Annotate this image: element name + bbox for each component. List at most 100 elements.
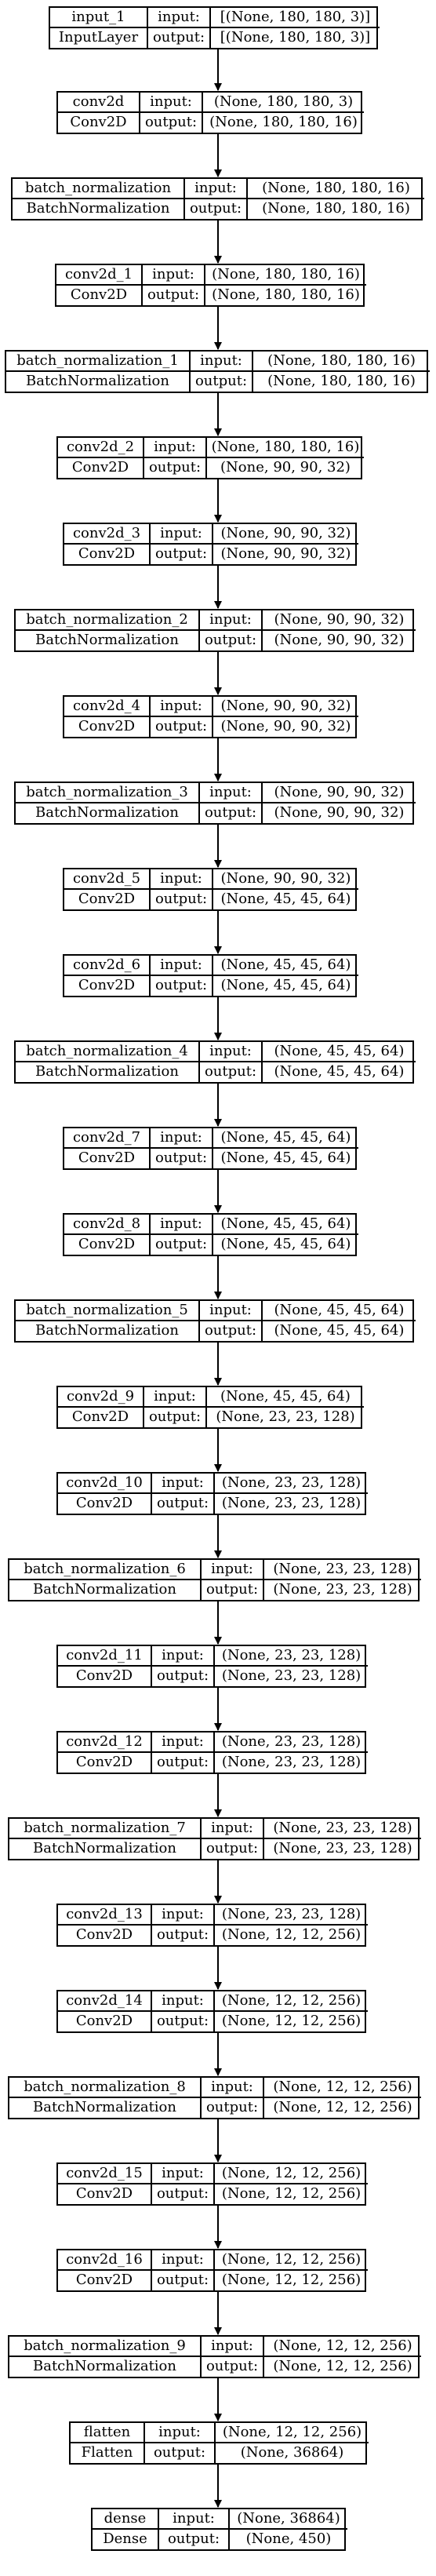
input-port-label: input: xyxy=(140,93,203,113)
layer-type: Conv2D xyxy=(64,889,151,909)
layer-name: batch_normalization_6 xyxy=(9,1560,202,1580)
input-shape: (None, 45, 45, 64) xyxy=(213,1215,358,1235)
output-port-label: output: xyxy=(145,2443,216,2463)
input-shape: (None, 90, 90, 32) xyxy=(213,697,358,717)
input-port-label: input: xyxy=(148,8,211,28)
output-shape: (None, 90, 90, 32) xyxy=(220,545,351,563)
input-shape: (None, 45, 45, 64) xyxy=(213,956,358,976)
layer-type: BatchNormalization xyxy=(9,1838,202,1859)
layer-name: batch_normalization_2 xyxy=(16,610,200,631)
output-shape: (None, 90, 90, 32) xyxy=(274,804,405,822)
input-shape: (None, 23, 23, 128) xyxy=(215,1646,368,1667)
output-shape: (None, 180, 180, 16) xyxy=(209,114,358,131)
input-shape: (None, 180, 180, 16) xyxy=(248,179,424,199)
shape-column: (None, 180, 180, 16)(None, 180, 180, 16) xyxy=(253,352,430,392)
input-port-label: input: xyxy=(151,869,213,890)
layer-name: conv2d_4 xyxy=(64,697,151,717)
input-shape: (None, 45, 45, 64) xyxy=(213,1128,358,1149)
input-shape: (None, 12, 12, 256) xyxy=(264,2337,421,2357)
shape-column: (None, 90, 90, 32)(None, 45, 45, 64) xyxy=(213,869,358,909)
layer-type: BatchNormalization xyxy=(9,2356,202,2377)
output-shape: (None, 45, 45, 64) xyxy=(220,891,351,908)
input-shape: [(None, 180, 180, 3)] xyxy=(211,8,380,28)
shape-column: (None, 12, 12, 256)(None, 12, 12, 256) xyxy=(215,2164,368,2204)
input-port-label: input: xyxy=(159,2509,230,2530)
input-shape: (None, 90, 90, 32) xyxy=(213,869,358,890)
output-port-label: output: xyxy=(202,2356,264,2377)
input-port-label: input: xyxy=(152,1991,215,2012)
input-port-label: input: xyxy=(151,697,213,717)
layer-type: Dense xyxy=(93,2529,159,2549)
layer-type: Conv2D xyxy=(58,1407,144,1427)
layer-type: BatchNormalization xyxy=(9,2097,202,2118)
layer-name: input_1 xyxy=(50,8,148,28)
shape-column: (None, 12, 12, 256)(None, 12, 12, 256) xyxy=(215,1991,368,2031)
layer-type: Conv2D xyxy=(64,716,151,737)
shape-column: (None, 23, 23, 128)(None, 12, 12, 256) xyxy=(215,1905,368,1945)
layer-name: conv2d_9 xyxy=(58,1387,144,1408)
layer-name: conv2d_12 xyxy=(58,1733,152,1753)
input-port-label: input: xyxy=(200,783,263,803)
input-shape: (None, 23, 23, 128) xyxy=(264,1819,421,1839)
input-shape: (None, 90, 90, 32) xyxy=(213,524,358,545)
shape-column: (None, 45, 45, 64)(None, 45, 45, 64) xyxy=(213,956,358,996)
layer-type: Conv2D xyxy=(58,1925,152,1945)
input-shape: (None, 12, 12, 256) xyxy=(215,2250,368,2271)
output-port-label: output: xyxy=(152,2184,215,2204)
shape-column: (None, 90, 90, 32)(None, 90, 90, 32) xyxy=(263,610,416,650)
layer-name: conv2d_10 xyxy=(58,1474,152,1494)
layer-type: BatchNormalization xyxy=(9,1579,202,1600)
input-port-label: input: xyxy=(151,524,213,545)
shape-column: (None, 23, 23, 128)(None, 23, 23, 128) xyxy=(215,1646,368,1686)
input-port-label: input: xyxy=(145,2423,216,2443)
layer-name: conv2d_8 xyxy=(64,1215,151,1235)
output-shape: (None, 90, 90, 32) xyxy=(220,718,351,735)
output-shape: (None, 180, 180, 16) xyxy=(212,286,360,304)
output-port-label: output: xyxy=(151,544,213,564)
output-shape: [(None, 180, 180, 3)] xyxy=(220,29,371,46)
shape-column: (None, 180, 180, 16)(None, 180, 180, 16) xyxy=(205,265,366,305)
output-shape: (None, 45, 45, 64) xyxy=(220,977,351,994)
output-port-label: output: xyxy=(152,2011,215,2031)
input-port-label: input: xyxy=(200,1301,263,1321)
output-shape: (None, 36864) xyxy=(240,2444,344,2461)
output-shape: (None, 23, 23, 128) xyxy=(221,1667,362,1685)
input-port-label: input: xyxy=(143,265,205,286)
output-port-label: output: xyxy=(152,1752,215,1773)
input-port-label: input: xyxy=(202,1819,264,1839)
output-port-label: output: xyxy=(151,1148,213,1168)
input-shape: (None, 23, 23, 128) xyxy=(264,1560,421,1580)
shape-column: (None, 23, 23, 128)(None, 23, 23, 128) xyxy=(215,1474,368,1514)
output-shape: (None, 12, 12, 256) xyxy=(273,2358,412,2375)
layer-type: Conv2D xyxy=(58,1666,152,1686)
layer-type: BatchNormalization xyxy=(16,1062,200,1082)
input-shape: (None, 12, 12, 256) xyxy=(264,2078,421,2098)
layer-type: Conv2D xyxy=(64,975,151,996)
input-port-label: input: xyxy=(152,1646,215,1667)
input-shape: (None, 90, 90, 32) xyxy=(263,783,416,803)
layer-name: conv2d_3 xyxy=(64,524,151,545)
output-port-label: output: xyxy=(152,1666,215,1686)
input-port-label: input: xyxy=(151,956,213,976)
input-port-label: input: xyxy=(152,1474,215,1494)
output-shape: (None, 12, 12, 256) xyxy=(221,2013,362,2030)
layer-type: Conv2D xyxy=(64,1148,151,1168)
input-port-label: input: xyxy=(202,2337,264,2357)
layer-type: Conv2D xyxy=(64,544,151,564)
output-port-label: output: xyxy=(202,2097,264,2118)
layer-type: BatchNormalization xyxy=(6,371,191,392)
output-port-label: output: xyxy=(200,803,263,823)
input-shape: (None, 180, 180, 16) xyxy=(253,352,430,372)
